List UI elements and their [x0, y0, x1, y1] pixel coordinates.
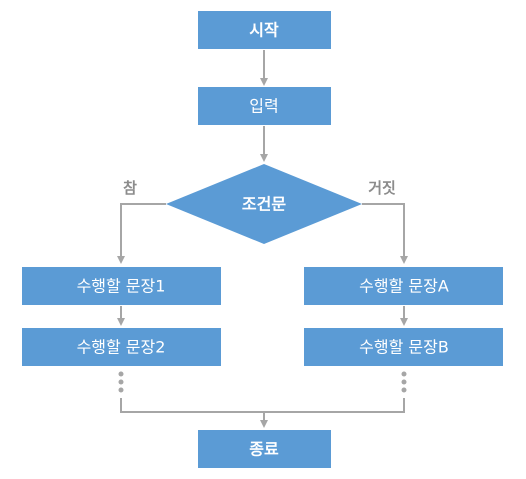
continuation-dot	[401, 371, 407, 377]
continuation-dot	[118, 387, 124, 393]
false-statement-b: 수행할 문장B	[304, 328, 503, 366]
true-statement-2-label: 수행할 문장2	[77, 338, 166, 357]
start-node: 시작	[198, 11, 331, 49]
false-statement-a-label: 수행할 문장A	[359, 277, 449, 296]
condition-node: 조건문	[166, 164, 362, 244]
end-node-label: 종료	[249, 440, 279, 459]
input-node-label: 입력	[249, 97, 278, 116]
input-node: 입력	[198, 87, 331, 125]
continuation-dot	[118, 379, 124, 385]
continuation-dot	[401, 387, 407, 393]
edge-condition-true	[117, 203, 166, 264]
true-statement-2: 수행할 문장2	[22, 328, 221, 366]
false-statement-b-label: 수행할 문장B	[359, 338, 449, 357]
continuation-dot	[401, 379, 407, 385]
false-branch-label: 거짓	[368, 179, 396, 197]
end-node: 종료	[198, 430, 331, 468]
condition-node-label: 조건문	[242, 195, 286, 214]
false-statement-a: 수행할 문장A	[304, 267, 503, 305]
true-statement-1: 수행할 문장1	[22, 267, 221, 305]
start-node-label: 시작	[249, 21, 279, 40]
continuation-dot	[118, 371, 124, 377]
true-branch-label: 참	[123, 179, 137, 197]
edge-merge	[120, 398, 405, 413]
true-statement-1-label: 수행할 문장1	[77, 277, 166, 296]
edge-condition-false	[362, 203, 408, 264]
